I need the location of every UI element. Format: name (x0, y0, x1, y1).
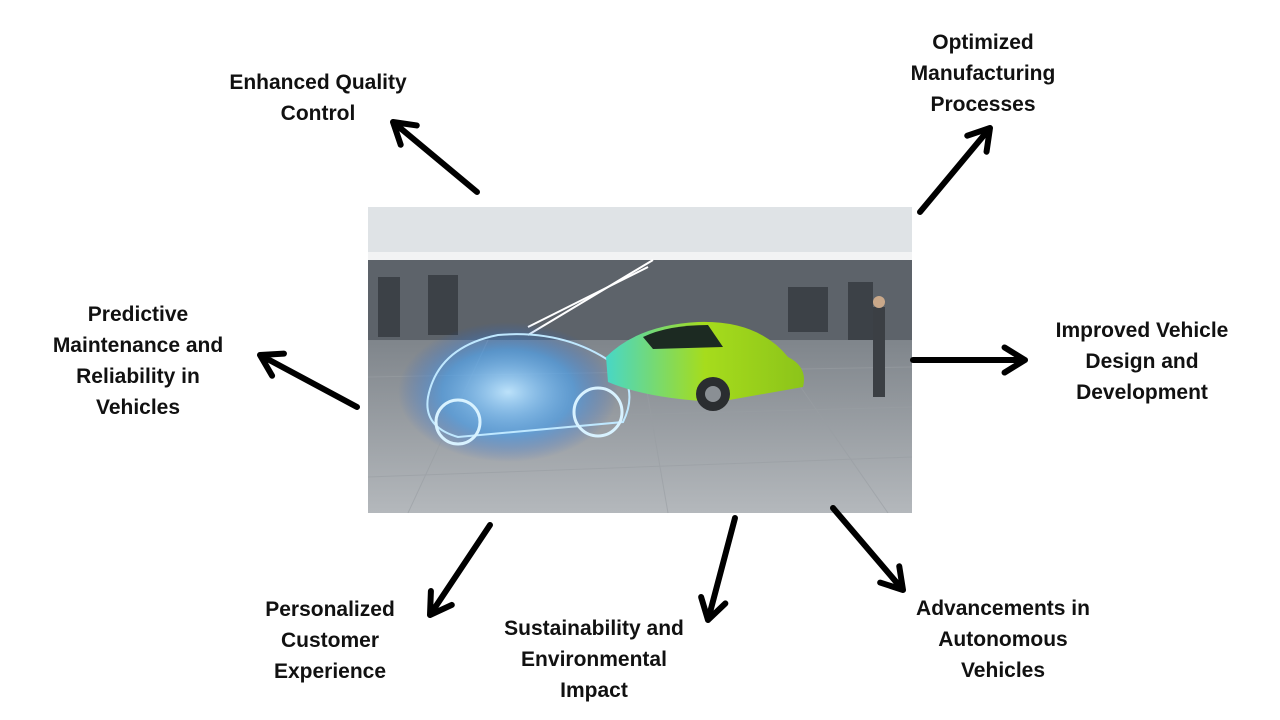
label-predictive-maintenance: Predictive Maintenance and Reliability i… (53, 299, 223, 423)
label-line: Experience (273, 660, 387, 683)
label-line: Manufacturing (910, 62, 1056, 85)
label-optimized-manufacturing: Optimized Manufacturing Processes (911, 27, 1056, 120)
label-line: Design and (1085, 350, 1199, 373)
arrow-to-predictive-icon (257, 350, 360, 410)
label-sustainability: Sustainability and Environmental Impact (504, 613, 684, 706)
label-line: Improved Vehicle (1055, 319, 1229, 342)
central-photo-car-factory (368, 207, 912, 513)
arrow-to-sustainability-icon (698, 515, 738, 623)
label-line: Impact (560, 679, 628, 702)
label-line: Advancements in (916, 597, 1090, 620)
label-line: Sustainability and (504, 617, 684, 640)
arrow-to-design-icon (910, 344, 1028, 376)
factory-scene-illustration (368, 207, 912, 513)
arrow-to-customer-icon (427, 522, 493, 618)
label-personalized-customer-experience: Personalized Customer Experience (265, 594, 395, 687)
label-line: Enhanced Quality (229, 71, 407, 94)
label-line: Predictive (87, 303, 189, 326)
label-line: Maintenance and (52, 334, 224, 357)
label-line: Reliability in (76, 365, 200, 388)
arrow-to-autonomous-icon (830, 505, 906, 593)
label-line: Optimized (932, 31, 1034, 54)
label-line: Personalized (265, 598, 395, 621)
label-improved-vehicle-design: Improved Vehicle Design and Development (1056, 315, 1229, 408)
label-line: Environmental (521, 648, 667, 671)
arrow-to-quality-icon (390, 119, 480, 195)
label-line: Vehicles (95, 396, 181, 419)
label-line: Autonomous (938, 628, 1068, 651)
label-line: Control (280, 102, 356, 125)
label-line: Development (1076, 381, 1208, 404)
label-enhanced-quality-control: Enhanced Quality Control (229, 67, 406, 129)
arrow-to-manufacturing-icon (917, 125, 993, 215)
label-line: Vehicles (960, 659, 1046, 682)
label-autonomous-vehicles: Advancements in Autonomous Vehicles (916, 593, 1090, 686)
label-line: Processes (930, 93, 1036, 116)
label-line: Customer (280, 629, 380, 652)
